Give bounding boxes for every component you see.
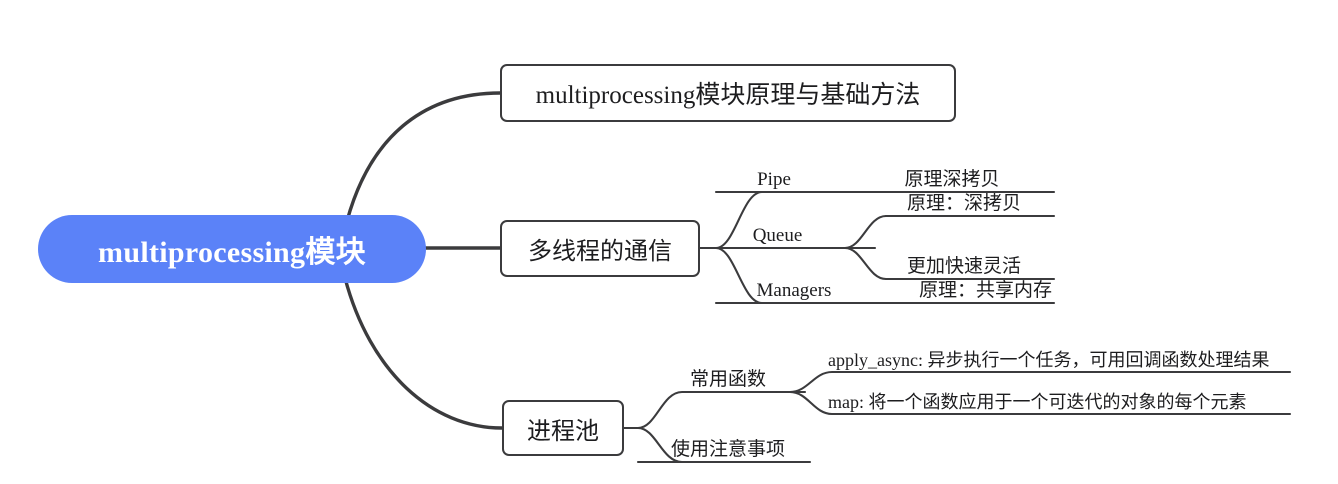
detail-node-queue-principle[interactable]: 原理：深拷贝 [878,184,1050,216]
detail-label: 更加快速灵活 [906,256,1021,278]
sub-node-usage-notes[interactable]: 使用注意事项 [664,430,792,462]
edge-branch-3-to-common-funcs [636,390,807,430]
sub-node-label: 使用注意事项 [670,439,785,461]
branch-node-process-pool[interactable]: 进程池 [502,400,624,456]
branch-label: multiprocessing模块原理与基础方法 [535,82,921,109]
sub-node-queue[interactable]: Queue [722,216,833,248]
detail-node-apply-async[interactable]: apply_async: 异步执行一个任务，可用回调函数处理结果 [828,340,1296,372]
sub-node-label: Queue [752,225,803,247]
sub-node-label: Pipe [757,169,791,191]
sub-node-common-functions[interactable]: 常用函数 [676,360,780,392]
detail-label: 原理深拷贝 [904,169,1000,191]
branch-label: 多线程的通信 [528,239,672,265]
detail-node-managers-principle[interactable]: 原理：共享内存 [862,271,1052,303]
branch-node-thread-communication[interactable]: 多线程的通信 [500,220,700,277]
detail-label: 原理：共享内存 [918,280,1052,302]
branch-label: 进程池 [527,418,599,445]
detail-node-pipe-principle[interactable]: 原理深拷贝 [862,160,1042,192]
detail-label: apply_async: 异步执行一个任务，可用回调函数处理结果 [828,350,1270,371]
detail-node-queue-flexible[interactable]: 更加快速灵活 [878,247,1050,279]
detail-label: map: 将一个函数应用于一个可迭代的对象的每个元素 [828,392,1247,413]
edge-root-to-branch-1 [345,91,502,223]
edge-root-to-branch-3 [343,276,504,430]
sub-node-label: 常用函数 [689,369,766,391]
sub-node-managers[interactable]: Managers [722,271,866,303]
root-label: multiprocessing模块 [98,236,366,269]
sub-node-label: Managers [756,280,832,302]
edge-queue-to-detail-1 [843,214,1042,250]
branch-node-multiprocessing-basics[interactable]: multiprocessing模块原理与基础方法 [500,64,956,122]
root-node[interactable]: multiprocessing模块 [38,215,426,283]
sub-node-pipe[interactable]: Pipe [722,160,826,192]
detail-node-map[interactable]: map: 将一个函数应用于一个可迭代的对象的每个元素 [828,382,1278,414]
detail-label: 原理：深拷贝 [906,193,1021,215]
